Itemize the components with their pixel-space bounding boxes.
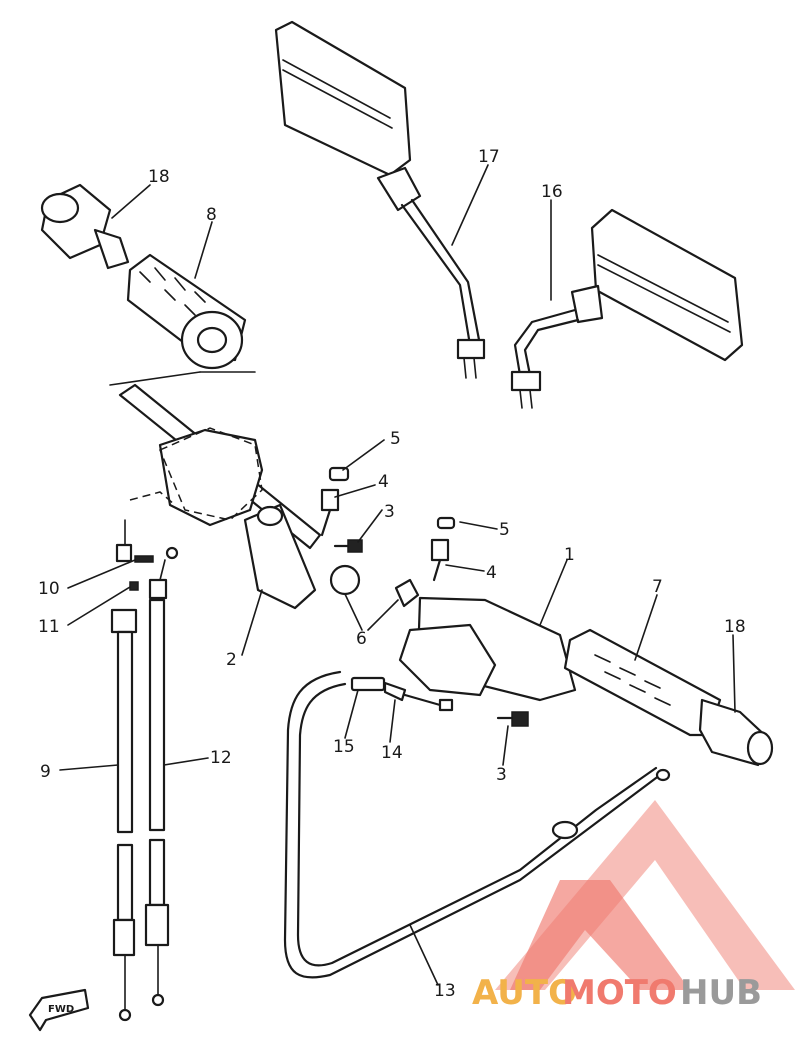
clip-10 bbox=[134, 555, 154, 563]
watermark-text: AUTO MOTO HUB bbox=[472, 973, 762, 1013]
callout-2: 2 bbox=[226, 650, 237, 670]
callout-4: 4 bbox=[378, 472, 389, 492]
bar-end-18-right bbox=[698, 698, 774, 767]
callout-15: 15 bbox=[333, 737, 355, 757]
callout-3: 3 bbox=[384, 502, 395, 522]
leader-grip bbox=[109, 371, 201, 386]
pivot-6 bbox=[394, 578, 420, 608]
callout-14: 14 bbox=[381, 743, 403, 763]
cable-adjuster-15 bbox=[350, 676, 454, 712]
cable-12 bbox=[144, 546, 179, 1007]
callout-11: 11 bbox=[38, 617, 60, 637]
bar-end-18-left bbox=[40, 183, 130, 270]
watermark-logo bbox=[495, 800, 795, 990]
callout-5: 5 bbox=[499, 520, 510, 540]
leader-lines bbox=[59, 164, 736, 986]
mirror-left-17 bbox=[274, 20, 486, 379]
cable-9 bbox=[110, 519, 138, 1022]
callout-4: 4 bbox=[486, 563, 497, 583]
screw-3-lower bbox=[511, 711, 529, 727]
fwd-label: FWD bbox=[48, 1004, 74, 1015]
callout-13: 13 bbox=[434, 981, 456, 1001]
callout-labels: 18 8 17 16 5 4 3 5 4 1 7 18 10 11 2 6 15… bbox=[38, 147, 746, 1001]
watermark-hub: HUB bbox=[680, 973, 762, 1013]
grip-right-7 bbox=[563, 628, 722, 737]
watermark-auto: AUTO bbox=[472, 973, 577, 1013]
nut-11 bbox=[129, 581, 139, 591]
handlebar bbox=[118, 383, 322, 610]
screws-upper bbox=[320, 466, 363, 596]
fwd-arrow: FWD bbox=[28, 988, 90, 1032]
callout-6: 6 bbox=[356, 629, 367, 649]
callout-9: 9 bbox=[40, 762, 51, 782]
callout-7: 7 bbox=[652, 577, 663, 597]
callout-16: 16 bbox=[541, 182, 563, 202]
watermark-moto: MOTO bbox=[562, 973, 677, 1013]
throttle-housing-1 bbox=[398, 516, 577, 702]
callout-8: 8 bbox=[206, 205, 217, 225]
callout-18: 18 bbox=[148, 167, 170, 187]
callout-5: 5 bbox=[390, 429, 401, 449]
callout-12: 12 bbox=[210, 748, 232, 768]
callout-10: 10 bbox=[38, 579, 60, 599]
callout-1: 1 bbox=[564, 545, 575, 565]
callout-17: 17 bbox=[478, 147, 500, 167]
mirror-right-16 bbox=[510, 208, 744, 409]
grip-8 bbox=[126, 253, 247, 370]
callout-18: 18 bbox=[724, 617, 746, 637]
callout-3: 3 bbox=[496, 765, 507, 785]
cable-route-dash bbox=[129, 491, 176, 506]
cable-13 bbox=[283, 670, 671, 979]
